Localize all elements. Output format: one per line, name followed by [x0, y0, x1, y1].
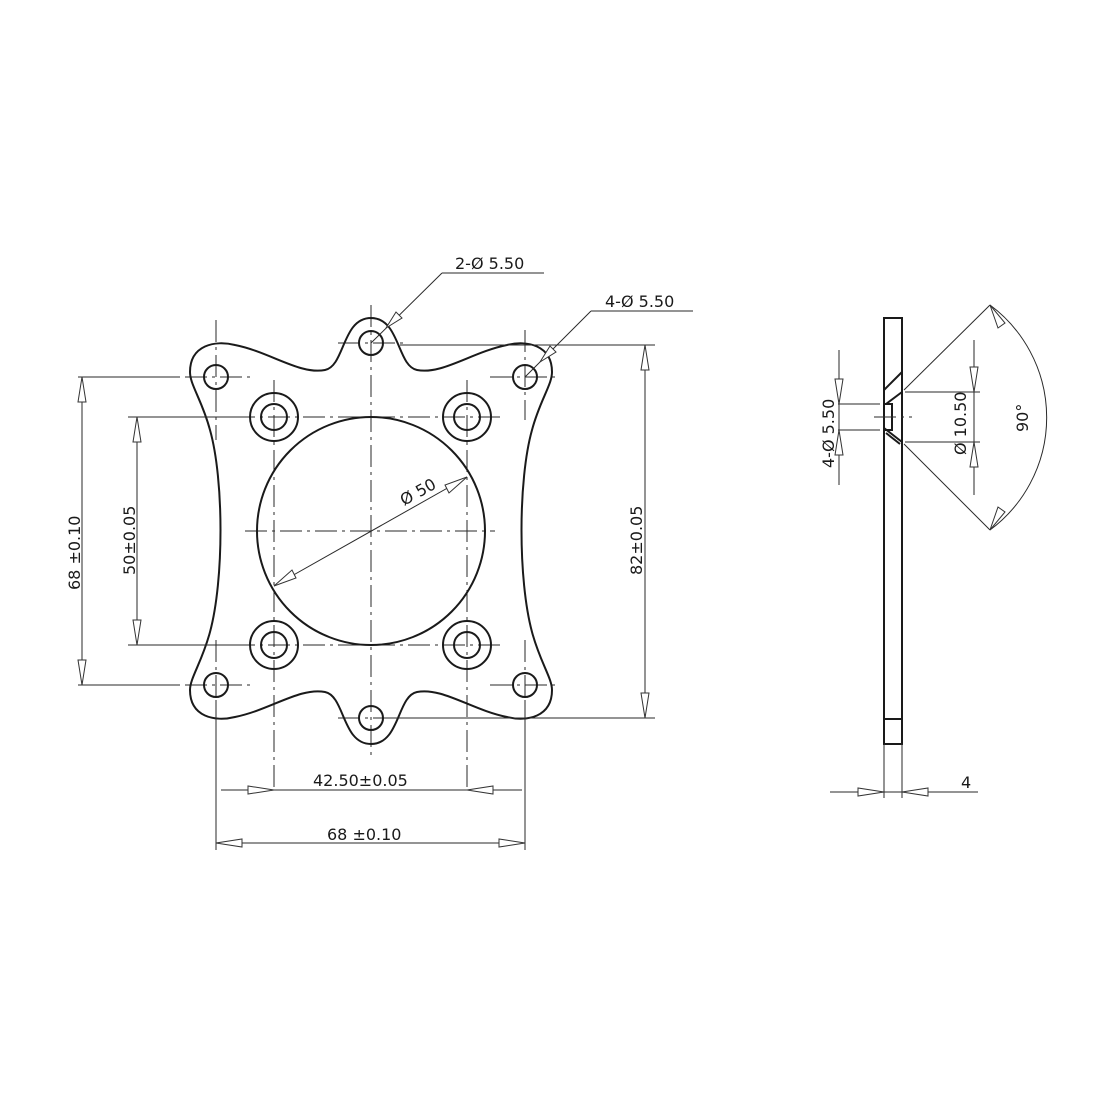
inner-height-label: 50±0.05	[120, 506, 139, 575]
thickness-label: 4	[961, 773, 971, 792]
top-hole-label: 2-Ø 5.50	[455, 254, 524, 273]
countersunk-holes	[249, 392, 492, 670]
side-view: 90° Ø 10.50 4-Ø 5.50 4	[819, 304, 1048, 798]
corner-hole-label: 4-Ø 5.50	[605, 292, 674, 311]
countersink-diameter-label: Ø 10.50	[951, 392, 970, 455]
outer-width-dimension: 68 ±0.10	[215, 700, 526, 850]
side-hole-diameter-label: 4-Ø 5.50	[819, 399, 838, 468]
outer-height-label: 68 ±0.10	[65, 516, 84, 590]
plate-section	[883, 317, 903, 745]
small-holes	[203, 330, 538, 731]
countersink-angle-label: 90°	[1013, 404, 1032, 432]
front-view: Ø 50 2-Ø 5.50 4-Ø 5.50 68 ±0.10	[65, 254, 693, 850]
inner-height-dimension: 50±0.05	[120, 416, 240, 646]
inner-width-label: 42.50±0.05	[313, 771, 408, 790]
inner-width-dimension: 42.50±0.05	[221, 771, 522, 795]
plate-outline	[188, 316, 554, 746]
corner-hole-callout: 4-Ø 5.50	[524, 292, 693, 378]
overall-height-dimension: 82±0.05	[390, 344, 655, 719]
overall-height-label: 82±0.05	[627, 506, 646, 575]
top-hole-callout: 2-Ø 5.50	[370, 254, 544, 344]
outer-height-dimension: 68 ±0.10	[65, 376, 180, 686]
center-bore	[256, 416, 486, 646]
outer-width-label: 68 ±0.10	[327, 825, 401, 844]
